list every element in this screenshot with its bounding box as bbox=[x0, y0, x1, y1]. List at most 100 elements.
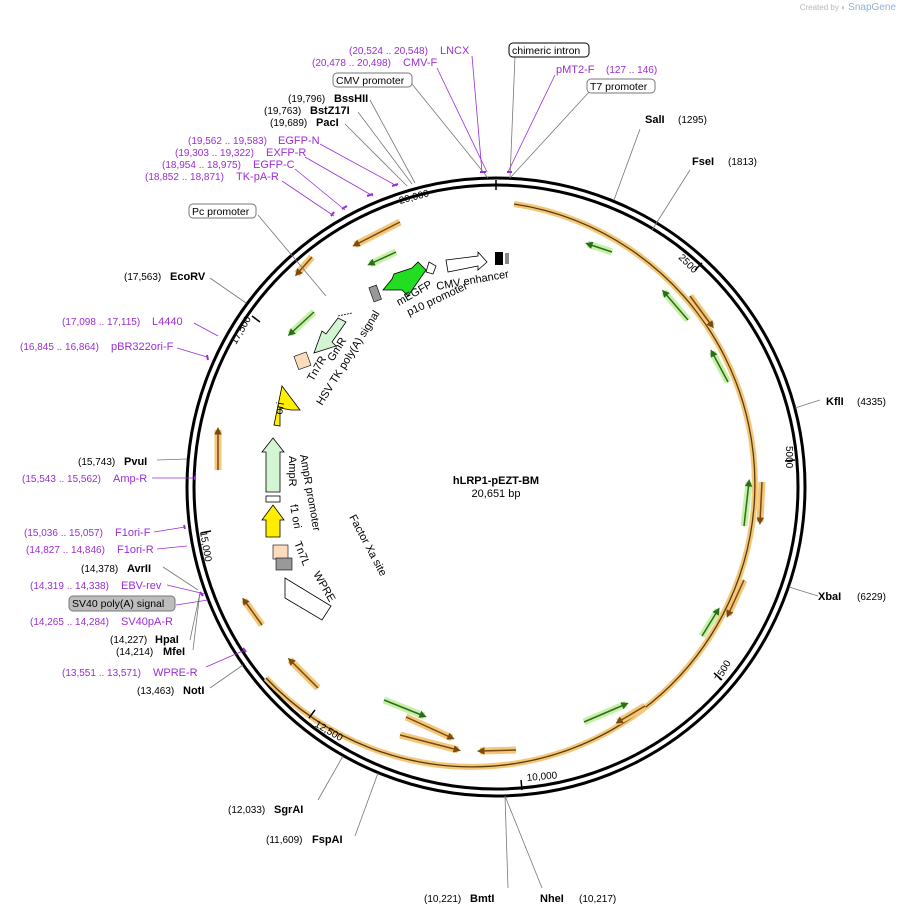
hsv-tk-polya-block bbox=[368, 284, 382, 303]
cmv-promoter-block bbox=[495, 252, 503, 265]
site-pos: (13,463) bbox=[137, 686, 174, 697]
label-ori: ori bbox=[273, 401, 287, 415]
tick-label-7500: 7500 bbox=[713, 658, 734, 683]
primer-leaders bbox=[152, 55, 556, 668]
site-name: FspAI bbox=[312, 834, 343, 846]
primer-pos: (18,852 .. 18,871) bbox=[145, 172, 224, 183]
site-pos: (1295) bbox=[678, 115, 707, 126]
primer-pos: (19,303 .. 19,322) bbox=[175, 148, 254, 159]
site-name: XbaI bbox=[818, 591, 841, 603]
cmv-enhancer-arrow bbox=[445, 250, 488, 273]
tick-label-2500: 2500 bbox=[676, 252, 700, 276]
primer-pos: (14,827 .. 14,846) bbox=[26, 545, 105, 556]
site-name: NotI bbox=[183, 685, 204, 697]
factor-xa-tick bbox=[337, 312, 353, 317]
primer-name: WPRE-R bbox=[153, 667, 198, 679]
primer-pos: (20,524 .. 20,548) bbox=[349, 46, 428, 57]
label-factor-xa: Factor Xa site bbox=[346, 513, 388, 579]
ampr-promoter-block bbox=[265, 495, 281, 503]
primer-pos: (16,845 .. 16,864) bbox=[20, 342, 99, 353]
p10-promoter-arrow bbox=[425, 261, 437, 275]
megfp-arrow bbox=[382, 261, 427, 297]
site-name: BstZ17I bbox=[310, 105, 350, 117]
site-pos: (14,378) bbox=[81, 564, 118, 575]
site-pos: (11,609) bbox=[266, 835, 303, 846]
plasmid-name: hLRP1-pEZT-BM bbox=[453, 475, 539, 487]
snapgene-logo-icon: ◐ bbox=[841, 3, 846, 12]
label-ampr: AmpR bbox=[286, 456, 298, 487]
site-pos: (6229) bbox=[857, 592, 886, 603]
site-name: PacI bbox=[316, 117, 339, 129]
green-segments bbox=[287, 240, 753, 726]
primer-name: pBR322ori-F bbox=[111, 341, 174, 353]
primer-name: TK-pA-R bbox=[236, 171, 279, 183]
site-name: SalI bbox=[645, 114, 665, 126]
primer-pos: (17,098 .. 17,115) bbox=[62, 317, 140, 328]
primer-name: F1ori-F bbox=[115, 527, 151, 539]
enzyme-labels: SalI (1295) FseI (1813) KflI (4335) XbaI… bbox=[78, 93, 886, 905]
tn7l-block bbox=[272, 544, 289, 560]
primer-pos: (13,551 .. 13,571) bbox=[62, 668, 141, 679]
primer-name: EXFP-R bbox=[266, 147, 306, 159]
primer-marks bbox=[183, 171, 512, 653]
primer-name: SV40pA-R bbox=[121, 616, 173, 628]
site-pos: (4335) bbox=[857, 397, 886, 408]
site-name: FseI bbox=[692, 156, 714, 168]
label-tn7l: Tn7L bbox=[291, 540, 312, 568]
gmr-arrow bbox=[313, 317, 347, 354]
site-pos: (19,796) bbox=[288, 94, 325, 105]
primer-pos: (18,954 .. 18,975) bbox=[162, 160, 241, 171]
primer-pos: (14,265 .. 14,284) bbox=[30, 617, 109, 628]
primer-name: pMT2-F bbox=[556, 64, 595, 76]
primer-name: EGFP-C bbox=[253, 159, 295, 171]
tn7r-block bbox=[293, 351, 312, 371]
label-chimeric-intron: chimeric intron bbox=[512, 45, 580, 57]
site-pos: (1813) bbox=[728, 157, 757, 168]
sv40-polya-block bbox=[275, 557, 293, 571]
site-pos: (19,763) bbox=[264, 106, 301, 117]
primer-pos: (14,319 .. 14,338) bbox=[30, 581, 109, 592]
inner-features bbox=[261, 250, 509, 621]
primer-pos: (19,562 .. 19,583) bbox=[188, 136, 267, 147]
primer-labels: (20,524 .. 20,548) LNCX (20,478 .. 20,49… bbox=[20, 45, 657, 679]
tick-label-5000: 5000 bbox=[783, 446, 794, 469]
label-sv40-polya: SV40 poly(A) signal bbox=[72, 598, 164, 610]
site-pos: (12,033) bbox=[228, 805, 265, 816]
site-pos: (14,227) bbox=[110, 635, 147, 646]
ampr-arrow bbox=[261, 437, 285, 493]
primer-pos: (20,478 .. 20,498) bbox=[312, 58, 391, 69]
orf-arc bbox=[265, 203, 756, 768]
label-pc-promoter: Pc promoter bbox=[192, 206, 250, 218]
primer-name: Amp-R bbox=[113, 473, 147, 485]
site-name: BssHII bbox=[334, 93, 368, 105]
tick-label-17500: 17,500 bbox=[229, 314, 254, 346]
primer-pos: (15,036 .. 15,057) bbox=[24, 528, 103, 539]
t7-promoter-block bbox=[505, 253, 509, 264]
site-pos: (17,563) bbox=[124, 272, 161, 283]
backbone-ticks bbox=[200, 180, 796, 791]
site-name: NheI bbox=[540, 893, 564, 905]
primer-name: EBV-rev bbox=[121, 580, 162, 592]
site-name: AvrII bbox=[127, 563, 151, 575]
credit-prefix: Created by bbox=[799, 3, 839, 12]
primer-name: CMV-F bbox=[403, 57, 438, 69]
site-pos: (15,743) bbox=[78, 457, 115, 468]
backbone-outer bbox=[185, 176, 807, 798]
credit-brand: SnapGene bbox=[848, 2, 896, 13]
f1-ori-arrow bbox=[261, 504, 285, 538]
site-name: SgrAI bbox=[274, 804, 303, 816]
enzyme-leaders bbox=[156, 55, 821, 889]
orf-segments bbox=[214, 218, 766, 755]
tick-label-10000: 10,000 bbox=[526, 770, 558, 784]
site-pos: (14,214) bbox=[116, 647, 153, 658]
site-pos: (10,221) bbox=[424, 894, 461, 905]
boxed-labels: chimeric intron CMV promoter T7 promoter… bbox=[68, 42, 656, 612]
label-cmv-promoter: CMV promoter bbox=[336, 75, 405, 87]
site-pos: (19,689) bbox=[270, 118, 307, 129]
site-name: KflI bbox=[826, 396, 844, 408]
primer-pos: (15,543 .. 15,562) bbox=[22, 474, 101, 485]
wpre-arrow bbox=[284, 577, 332, 621]
site-name: EcoRV bbox=[170, 271, 206, 283]
primer-name: LNCX bbox=[440, 45, 470, 57]
